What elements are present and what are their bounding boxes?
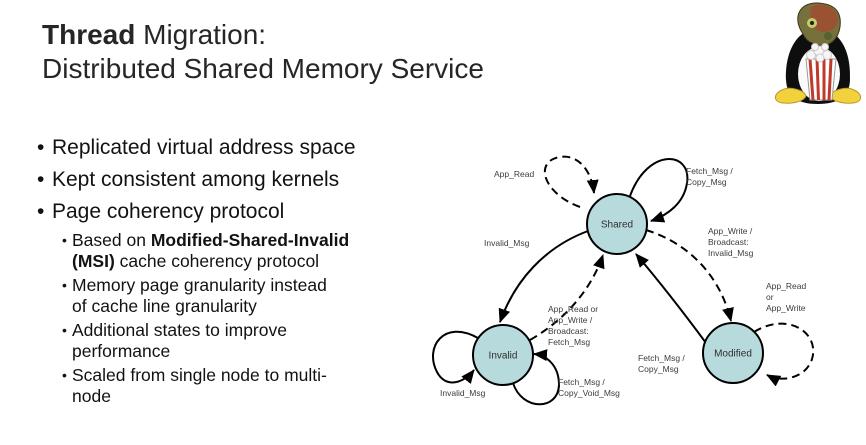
text-run: Scaled from single node to multi-	[72, 365, 327, 385]
edge-modified-self-app-rw	[753, 322, 815, 387]
sub-bullet-list: Based on Modified-Shared-Invalid (MSI) ca…	[62, 230, 437, 407]
bullet-marker	[62, 365, 72, 407]
edge-label-fetch-void: Copy_Void_Msg	[558, 388, 620, 398]
popcorn-stripe	[808, 58, 815, 101]
sub-bullet-text: Based on Modified-Shared-Invalid (MSI) ca…	[72, 230, 349, 272]
bullet-text: Replicated virtual address space	[52, 136, 356, 159]
sub-bullet-text: Scaled from single node to multi-node	[72, 365, 327, 407]
slide-title: Thread Migration: Distributed Shared Mem…	[42, 18, 484, 86]
chameleon-spot	[824, 32, 832, 40]
state-label-shared: Shared	[601, 220, 633, 231]
edge-label-app-write-broadcast: Invalid_Msg	[708, 248, 754, 258]
bullet-text: Page coherency protocol	[52, 200, 285, 223]
edge-label-app-write-broadcast: Broadcast:	[708, 237, 749, 247]
edge-label-app-rw-broadcast: App_Read or	[548, 304, 598, 314]
bullet-text: Kept consistent among kernels	[52, 168, 340, 191]
bullet-marker	[62, 275, 72, 317]
chameleon-pupil	[810, 21, 814, 25]
edge-label-app-read: App_Read	[494, 169, 534, 179]
edge-label-app-rw-broadcast: Fetch_Msg	[548, 337, 590, 347]
bullet-marker	[37, 132, 52, 164]
edge-shared-to-modified	[645, 229, 734, 322]
state-label-invalid: Invalid	[489, 351, 518, 362]
title-rest: Migration:	[135, 19, 267, 50]
popcorn-stripe	[827, 58, 833, 101]
text-run: of cache line granularity	[72, 296, 257, 316]
bullet-marker	[62, 320, 72, 362]
edge-invalid-to-shared	[529, 254, 605, 341]
edge-label-invalid-msg-self: Invalid_Msg	[440, 388, 486, 398]
bullet-marker	[37, 196, 52, 228]
text-run: Based on	[72, 230, 151, 250]
penguin-foot-right	[829, 87, 862, 104]
edge-shared-self-app-read	[543, 155, 599, 208]
edge-label-fetch-copy-top: Fetch_Msg /	[686, 166, 733, 176]
edge-label-fetch-void: Fetch_Msg /	[558, 377, 605, 387]
edge-label-app-rw-broadcast: App_Write /	[548, 315, 593, 325]
bullet-page-coherency: Page coherency protocol	[37, 196, 437, 228]
edge-label-fetch-copy-modified: Fetch_Msg /	[638, 353, 685, 363]
text-run: performance	[72, 341, 171, 361]
edge-label-app-write-broadcast: App_Write /	[708, 226, 753, 236]
text-run-bold: (MSI)	[72, 251, 115, 271]
bullet-marker	[62, 230, 72, 272]
penguin-foot-left	[774, 87, 807, 104]
edge-label-fetch-copy-modified: Copy_Msg	[638, 364, 679, 374]
text-run: cache coherency protocol	[114, 251, 320, 271]
edge-label-app-rw-self: or	[766, 292, 774, 302]
title-line-1: Thread Migration:	[42, 18, 484, 52]
title-line-2: Distributed Shared Memory Service	[42, 53, 484, 84]
msi-state-diagram: Shared Invalid Modified App_Read Fetch_M…	[430, 135, 866, 435]
edge-shared-self-fetch-copy	[629, 158, 689, 223]
bullet-consistent: Kept consistent among kernels	[37, 164, 437, 196]
popcorn-linux-logo	[774, 2, 862, 104]
text-run: Additional states to improve	[72, 320, 287, 340]
text-run: node	[72, 386, 111, 406]
edge-modified-to-shared	[635, 253, 707, 344]
edge-invalid-self-invalid-msg	[432, 330, 479, 384]
bullet-replicated: Replicated virtual address space	[37, 132, 437, 164]
popcorn-puffs	[806, 43, 832, 63]
text-run-bold: Modified-Shared-Invalid	[150, 230, 350, 250]
bullet-marker	[37, 164, 52, 196]
bullet-list: Replicated virtual address space Kept co…	[37, 132, 437, 410]
chameleon-pattern	[810, 4, 838, 33]
edge-invalid-self-fetch-void	[512, 349, 561, 406]
edge-label-app-rw-self: App_Write	[766, 303, 806, 313]
sub-bullet-msi: Based on Modified-Shared-Invalid (MSI) ca…	[62, 230, 437, 272]
state-node-invalid	[472, 324, 534, 386]
title-bold-word: Thread	[42, 19, 136, 50]
state-node-shared	[586, 193, 648, 255]
state-node-modified	[702, 322, 764, 384]
edge-label-app-rw-self: App_Read	[766, 281, 806, 291]
edge-shared-to-invalid	[498, 230, 589, 323]
state-label-modified: Modified	[714, 349, 752, 360]
sub-bullet-scaled: Scaled from single node to multi-node	[62, 365, 437, 407]
edge-label-app-rw-broadcast: Broadcast:	[548, 326, 589, 336]
text-run: Memory page granularity instead	[72, 275, 327, 295]
popcorn-stripe	[815, 58, 820, 101]
edge-label-invalid-msg: Invalid_Msg	[484, 238, 530, 248]
edge-label-fetch-copy-top: Copy_Msg	[686, 177, 727, 187]
